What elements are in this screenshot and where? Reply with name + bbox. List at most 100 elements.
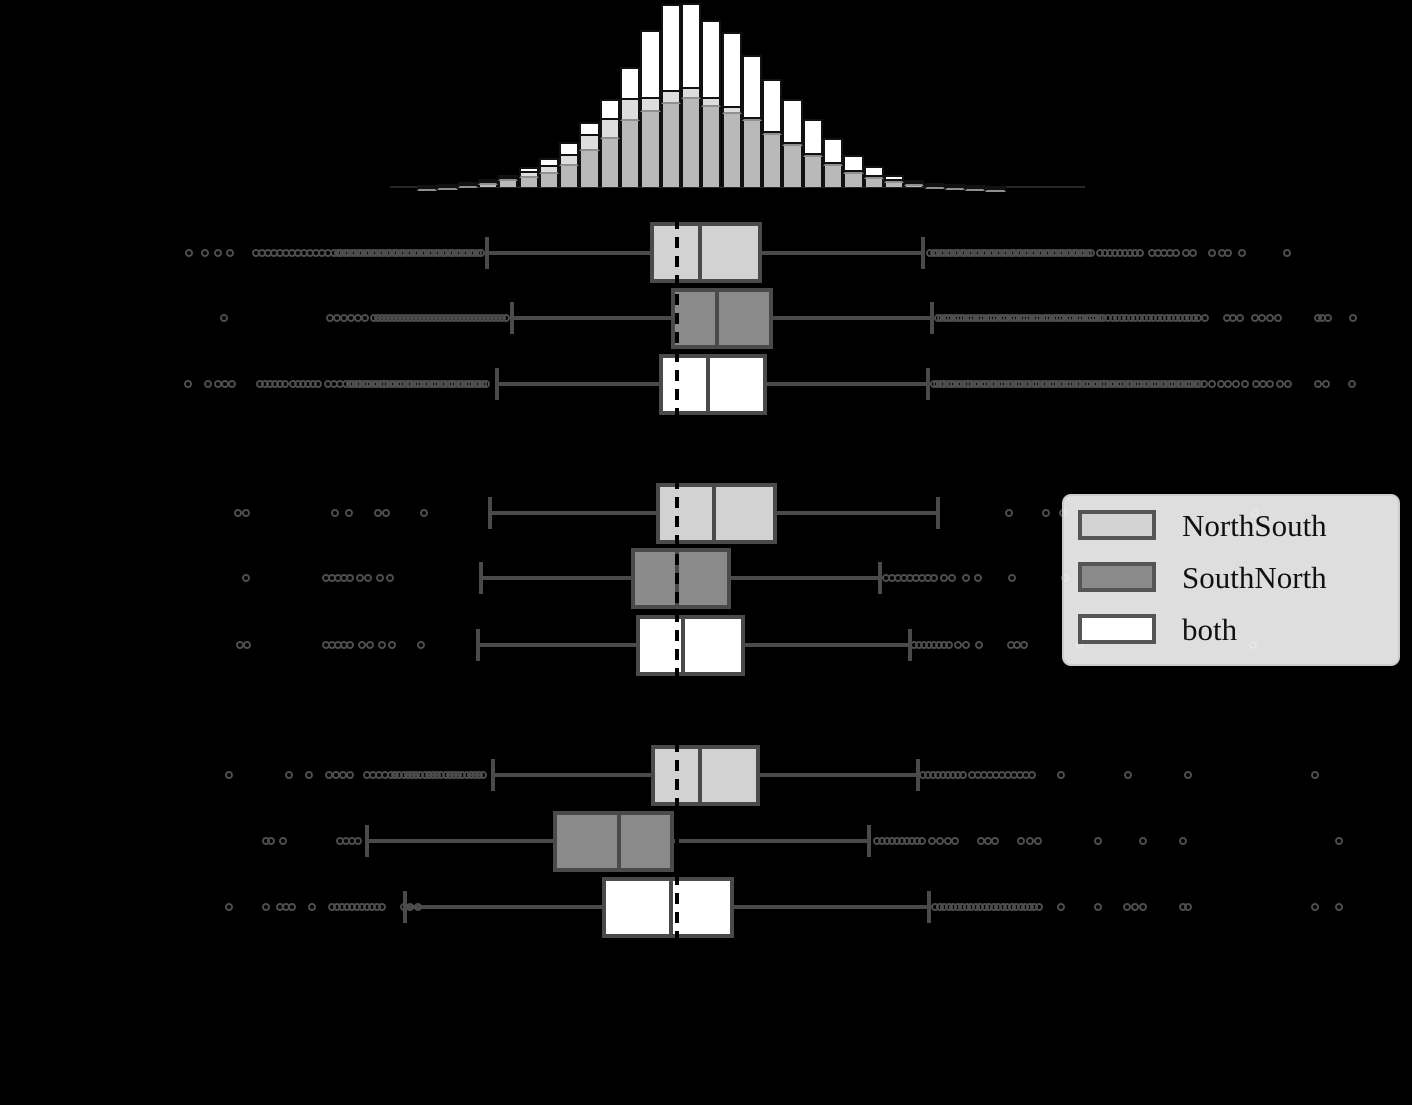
hist-seg-southnorth [660,103,681,187]
hist-bar [620,66,641,187]
hist-seg-both [965,185,986,189]
legend-label: NorthSouth [1182,507,1327,543]
whisker-cap-left [491,759,495,791]
outlier-dot [479,771,488,779]
whisker-cap-right [867,825,871,857]
outlier-dot [1139,903,1147,911]
outlier-dot [358,641,366,649]
outlier-dot [975,641,983,649]
hist-seg-northsouth [741,118,763,121]
outlier-dot [477,248,485,257]
hist-seg-southnorth [823,165,844,187]
outlier-dot [1184,771,1192,779]
hist-seg-both [823,137,844,164]
whisker-cap-right [916,759,920,791]
outlier-dot [1136,248,1144,257]
hist-seg-northsouth [579,135,600,151]
outlier-dot [502,314,510,322]
hist-seg-northsouth [985,189,1006,192]
hist-seg-northsouth [944,188,966,190]
outlier-dot [991,837,999,845]
legend-item: NorthSouth [1078,508,1327,542]
outlier-dot [1324,314,1332,322]
hist-bar [863,165,884,187]
outlier-dot [1201,314,1209,322]
hist-seg-both [457,181,478,186]
outlier-dot [420,509,428,517]
outlier-dot [228,379,236,388]
hist-bar [640,29,661,187]
box-southnorth [631,547,731,609]
hist-bar [944,184,966,190]
hist-seg-both [620,66,641,100]
whisker-cap-right [878,562,882,594]
hist-bar [883,174,905,187]
whisker-left [512,316,671,320]
hist-seg-both [660,3,681,92]
outlier-dot [204,379,212,388]
outlier-dot [364,574,372,582]
dashed-mean-line [675,478,679,679]
whisker-cap-left [365,825,369,857]
hist-bar [802,118,823,187]
median-line [669,876,673,938]
hist-seg-southnorth [640,111,661,187]
outlier-dot [1258,314,1266,322]
outlier-dot [1232,379,1240,388]
hist-seg-both [640,29,661,99]
outlier-dot [1005,509,1013,517]
hist-bar [680,2,702,187]
outlier-dot [414,903,422,911]
whisker-right [773,316,932,320]
outlier-dot [374,509,382,517]
hist-seg-northsouth [802,154,823,157]
median-line [698,744,702,806]
hist-seg-both [498,174,519,179]
hist-bar [782,98,803,187]
hist-bar [417,185,438,191]
hist-seg-northsouth [701,98,722,107]
outlier-dot [1311,771,1319,779]
hist-seg-both [863,165,884,177]
hist-seg-both [538,157,560,167]
hist-seg-southnorth [579,150,600,187]
whisker-right [777,511,938,515]
median-line [698,222,702,283]
hist-bar [721,31,742,187]
outlier-dot [185,248,193,257]
hist-seg-southnorth [538,173,560,187]
whisker-left [367,839,553,843]
outlier-dot [936,837,944,845]
hist-bar [457,181,478,188]
median-line [715,287,719,349]
hist-seg-northsouth [538,166,560,174]
hist-seg-southnorth [620,120,641,187]
box-southnorth [553,810,674,872]
outlier-dot [356,574,364,582]
outlier-dot [267,837,275,845]
whisker-right [674,839,869,843]
hist-bar [985,185,1006,192]
dashed-mean-line [675,218,679,419]
median-line [617,810,621,872]
outlier-dot [945,641,953,649]
hist-seg-southnorth [680,98,702,187]
outlier-dot [288,903,296,911]
outlier-dot [1208,379,1216,388]
outlier-dot [214,248,222,257]
outlier-dot [974,574,982,582]
hist-seg-northsouth [721,107,742,114]
whisker-cap-left [476,629,480,661]
legend-item: SouthNorth [1078,560,1327,594]
outlier-dot [1026,837,1034,845]
hist-seg-northsouth [680,88,702,99]
outlier-dot [1236,314,1244,322]
outlier-dot [1241,379,1249,388]
legend-swatch-northsouth [1078,510,1156,540]
hist-seg-northsouth [599,119,620,139]
outlier-dot [314,379,322,388]
hist-bar [477,178,499,187]
hist-seg-northsouth [843,171,864,174]
outlier-dot [928,837,936,845]
hist-seg-northsouth [477,182,499,185]
